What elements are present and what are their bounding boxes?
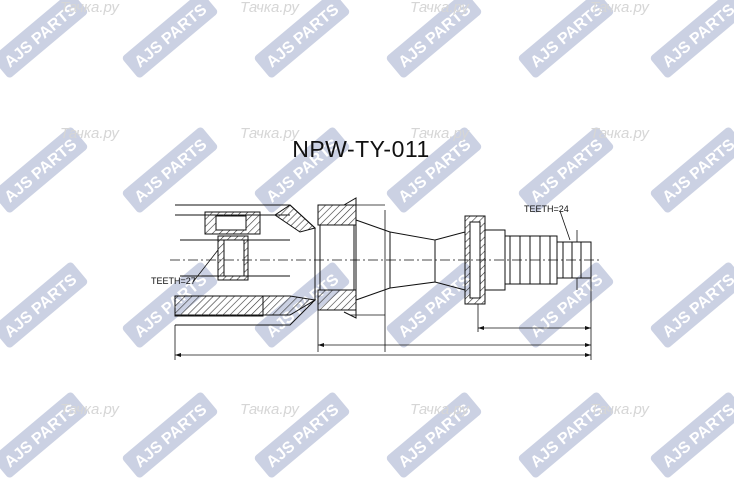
teeth-label-left: TEETH=27 — [151, 276, 196, 286]
boot-flange — [317, 197, 391, 319]
site-watermark-text: Тачка.ру — [60, 125, 120, 142]
site-watermark-text: Тачка.ру — [240, 0, 300, 16]
site-watermark-text: Тачка.ру — [410, 125, 470, 142]
site-watermark-text: Тачка.ру — [410, 401, 470, 418]
site-watermark-text: Тачка.ру — [590, 401, 650, 418]
tripod-spider — [204, 211, 261, 281]
site-watermark-text: Тачка.ру — [240, 125, 300, 142]
site-watermark-text: Тачка.ру — [590, 0, 650, 16]
part-number-title: NPW-TY-011 — [292, 136, 430, 162]
teeth-label-right: TEETH=24 — [524, 204, 569, 214]
site-watermark-text: Тачка.ру — [590, 125, 650, 142]
site-watermark-text: Тачка.ру — [60, 0, 120, 16]
site-watermark-text: Тачка.ру — [410, 0, 470, 16]
site-watermark-text: Тачка.ру — [60, 401, 120, 418]
site-watermark-text: Тачка.ру — [240, 401, 300, 418]
dimension-lines — [174, 204, 592, 360]
